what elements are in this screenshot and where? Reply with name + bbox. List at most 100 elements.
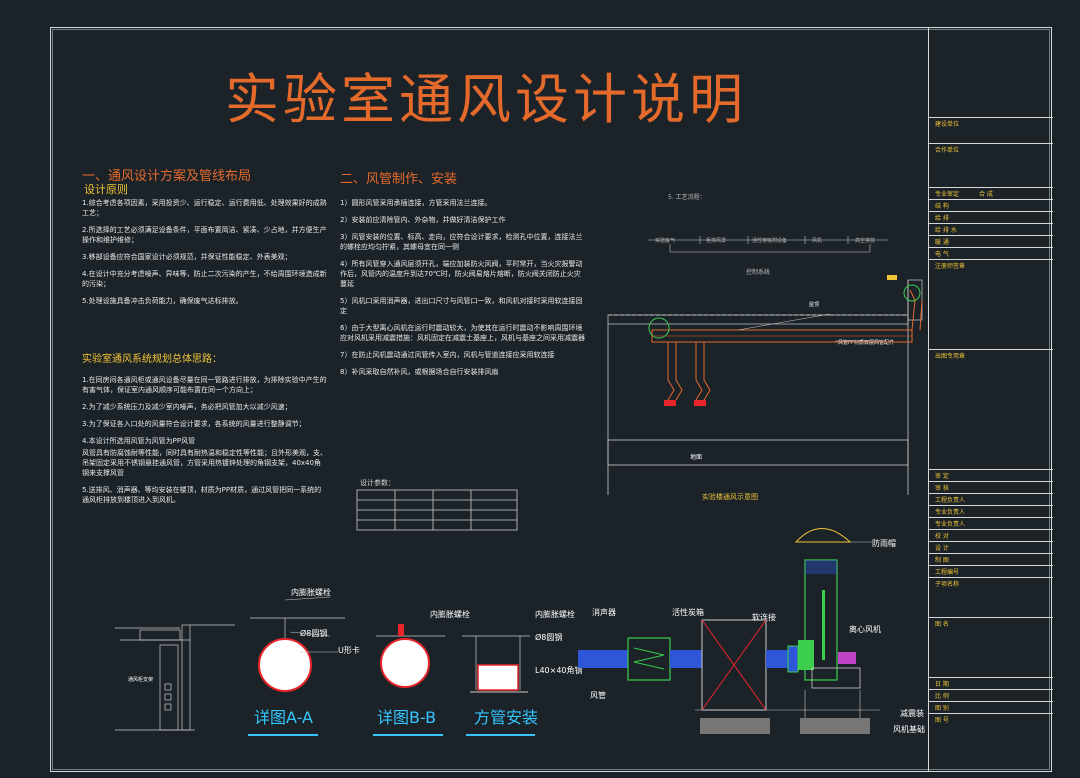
label-vibration: 减震装 (900, 709, 924, 718)
label-fan: 离心风机 (849, 625, 881, 634)
tb-label: 合作单位 (935, 147, 960, 154)
tb-row: 子项名称 (929, 577, 1053, 618)
overall-item: 2.为了减少系统压力及减少室内噪声，务必把风管加大以减少风速； (82, 403, 292, 411)
tb-row: 建设单位 (929, 117, 1053, 144)
flow-step: 风机 (812, 238, 823, 244)
tb-row: 设 计 (929, 541, 1053, 554)
detail-a-caption: 详图A-A (254, 708, 313, 727)
design-params-table (356, 489, 518, 531)
label-silencer: 消声器 (592, 608, 616, 617)
principle-item: 4.在设计中充分考虑噪声、异味等，防止二次污染的产生，不给周围环境造成新的污染； (82, 270, 327, 288)
duct-note: 风管PP材质双层风管配件 (838, 340, 895, 346)
tb-label: 专业审定 (935, 191, 960, 198)
tb-row: 注册师签章 (929, 259, 1053, 350)
tb-row: 审 定 (929, 469, 1053, 482)
label-rod-b: 内膨胀螺栓 (430, 610, 470, 619)
label-rod-sq: 内膨胀螺栓 (535, 610, 575, 619)
tb-label: 给 排 (935, 215, 949, 222)
flow-control-label: 控制系统 (746, 269, 771, 276)
label-duct2: 风管 (590, 691, 606, 700)
page-title: 实验室通风设计说明 (225, 68, 747, 131)
section2-item: 1）圆形风管采用承插连接，方管采用法兰连接。 (340, 199, 492, 207)
tb-label: 工程负责人 (935, 497, 966, 504)
tb-label: 给 排 水 (935, 227, 957, 234)
tb-value: 合 成 (979, 191, 993, 198)
tb-label: 建设单位 (935, 121, 960, 128)
roof-label: 屋顶 (809, 302, 820, 308)
label-carbon: 活性炭箱 (672, 608, 704, 617)
tb-row: 合作单位 (929, 143, 1053, 188)
section2-item: 4）所有风管穿入通风层须开孔，端应加装防火风阀，平时常开，当火灾报警动作后，风管… (340, 260, 583, 288)
flow-diagram (648, 236, 888, 253)
tb-row: 图 名 (929, 617, 1053, 678)
tb-row: 结 构 (929, 199, 1053, 212)
flow-title: 5. 工艺流程： (668, 194, 706, 201)
principle-item: 5.处理设施具备冲击负荷能力，确保废气达标排放。 (82, 297, 243, 305)
overall-item: 风管具有防腐蚀耐等性能，同时具有耐热温和稳定性等性能；且外形美观，支、吊架固定采… (82, 449, 327, 477)
tb-row: 专业负责人 (929, 517, 1053, 530)
tb-row: 电 气 (929, 247, 1053, 260)
overall-item: 3.为了保证各入口处的风量符合设计要求，各系统的风量进行整静调节； (82, 420, 306, 428)
section1-heading: 一、通风设计方案及管线布局 (82, 169, 252, 184)
flow-step: 活性炭吸附设备 (752, 238, 788, 244)
flow-step: 柜排风罩 (706, 238, 727, 244)
tb-label: 比 例 (935, 693, 949, 700)
overall-list: 1.在同房间各通风柜或通风设备尽量在同一管路进行排放，为排除实验中产生的有害气体… (82, 375, 327, 512)
tb-label: 制 图 (935, 557, 949, 564)
tb-row: 图 别 (929, 701, 1053, 714)
tb-row: 校 对 (929, 529, 1053, 542)
wall-detail (115, 624, 235, 731)
tb-row: 给 排 水 (929, 223, 1053, 236)
tb-label: 出图专用章 (935, 353, 966, 360)
detail-b-drawing (373, 624, 445, 736)
principle-item: 1.综合考虑各项因素，采用投资少、运行稳定、运行费用低、处理效果好的成熟工艺； (82, 199, 327, 217)
tb-row: 专业负责人 (929, 505, 1053, 518)
detail-a-drawing (248, 596, 345, 736)
tb-row: 比 例 (929, 689, 1053, 702)
tb-row: 图 号 (929, 713, 1053, 726)
section2-list: 1）圆形风管采用承插连接，方管采用法兰连接。 2）安装前应清除管内、外杂物，并做… (340, 198, 585, 384)
tb-row: 制 图 (929, 553, 1053, 566)
tb-label: 日 期 (935, 681, 949, 688)
label-angle: L40×40角钢 (535, 666, 583, 675)
tb-label: 暖 通 (935, 239, 949, 246)
principle-item: 3.移部设备应符合国家设计必须规范，并保证性能稳定、外表美观； (82, 253, 292, 261)
tb-label: 图 号 (935, 717, 949, 724)
section2-item: 5）风机口采用消声器，进出口尺寸与风管口一致，和风机对接时采用软连接固定 (340, 297, 583, 315)
tb-row: 日 期 (929, 677, 1053, 690)
square-install-drawing (462, 635, 535, 736)
tb-row: 暖 通 (929, 235, 1053, 248)
label-wall: 通风柜支架 (128, 677, 154, 683)
tb-row: 审 核 (929, 481, 1053, 494)
flow-step: 高空排放 (855, 238, 876, 244)
tb-label: 校 对 (935, 533, 949, 540)
title-block: 建设单位 合作单位 专业审定合 成 结 构 给 排 给 排 水 暖 通 电 气 … (928, 27, 1053, 772)
tb-row: 专业审定 合 成 (929, 187, 1053, 200)
section2-item: 7）在防止风机震动通过风管传入室内，风机与管道连接应采用软连接 (340, 351, 555, 359)
section2-item: 6）由于大型离心风机在运行时震动较大，为使其在运行时震动不影响周围环境应对风机采… (340, 324, 585, 342)
tb-label: 图 别 (935, 705, 949, 712)
overall-item: 1.在同房间各通风柜或通风设备尽量在同一管路进行排放，为排除实验中产生的有害气体… (82, 376, 327, 394)
drawing-frame-inner (52, 29, 1050, 770)
tb-label: 图 名 (935, 621, 949, 628)
elevation-diagram (607, 275, 923, 495)
tb-label: 电 气 (935, 251, 949, 258)
tb-row: 出图专用章 (929, 349, 1053, 470)
tb-label: 子项名称 (935, 581, 960, 588)
label-soft: 软连接 (752, 613, 776, 622)
label-fanbase: 风机基础 (893, 725, 925, 734)
detail-b-caption: 详图B-B (377, 708, 437, 727)
label-clamp: U形卡 (338, 646, 360, 655)
label-phi8-a: Ø8圆钢 (300, 629, 328, 638)
ground-label: 地面 (690, 454, 703, 461)
tb-row: 给 排 (929, 211, 1053, 224)
section2-item: 2）安装前应清除管内、外杂物，并做好清洁保护工作 (340, 216, 506, 224)
tb-label: 审 核 (935, 485, 949, 492)
elevation-caption: 实验楼通风示意图 (702, 493, 758, 501)
tb-row: 工程负责人 (929, 493, 1053, 506)
label-rod-a: 内膨胀螺栓 (291, 588, 331, 597)
tb-label: 结 构 (935, 203, 949, 210)
tb-label: 专业负责人 (935, 521, 966, 528)
overall-item: 5.送排风、消声器、等均安装在楼顶，材质为PP材质，通过风管把同一系统的通风柜排… (82, 486, 322, 504)
